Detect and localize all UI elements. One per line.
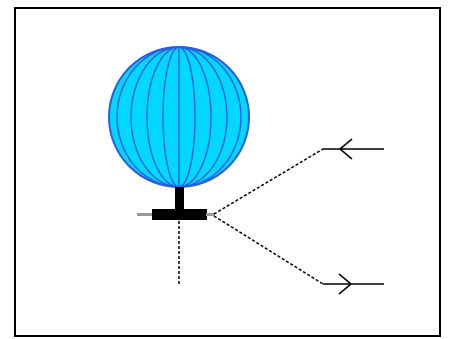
diagram-border	[14, 7, 441, 337]
sphere-meridians	[116, 47, 242, 187]
dashed-upper-connector	[213, 148, 324, 215]
meridian-line	[130, 47, 228, 187]
base-plate	[152, 209, 207, 220]
left-arrow-icon	[338, 138, 353, 160]
dashed-lower-connector	[213, 215, 324, 285]
mount-stem	[175, 187, 184, 210]
sphere-balloon	[108, 46, 250, 188]
meridian-line	[116, 47, 242, 187]
meridian-line	[146, 47, 212, 187]
meridian-line	[162, 47, 196, 187]
right-arrow-icon	[338, 273, 353, 295]
